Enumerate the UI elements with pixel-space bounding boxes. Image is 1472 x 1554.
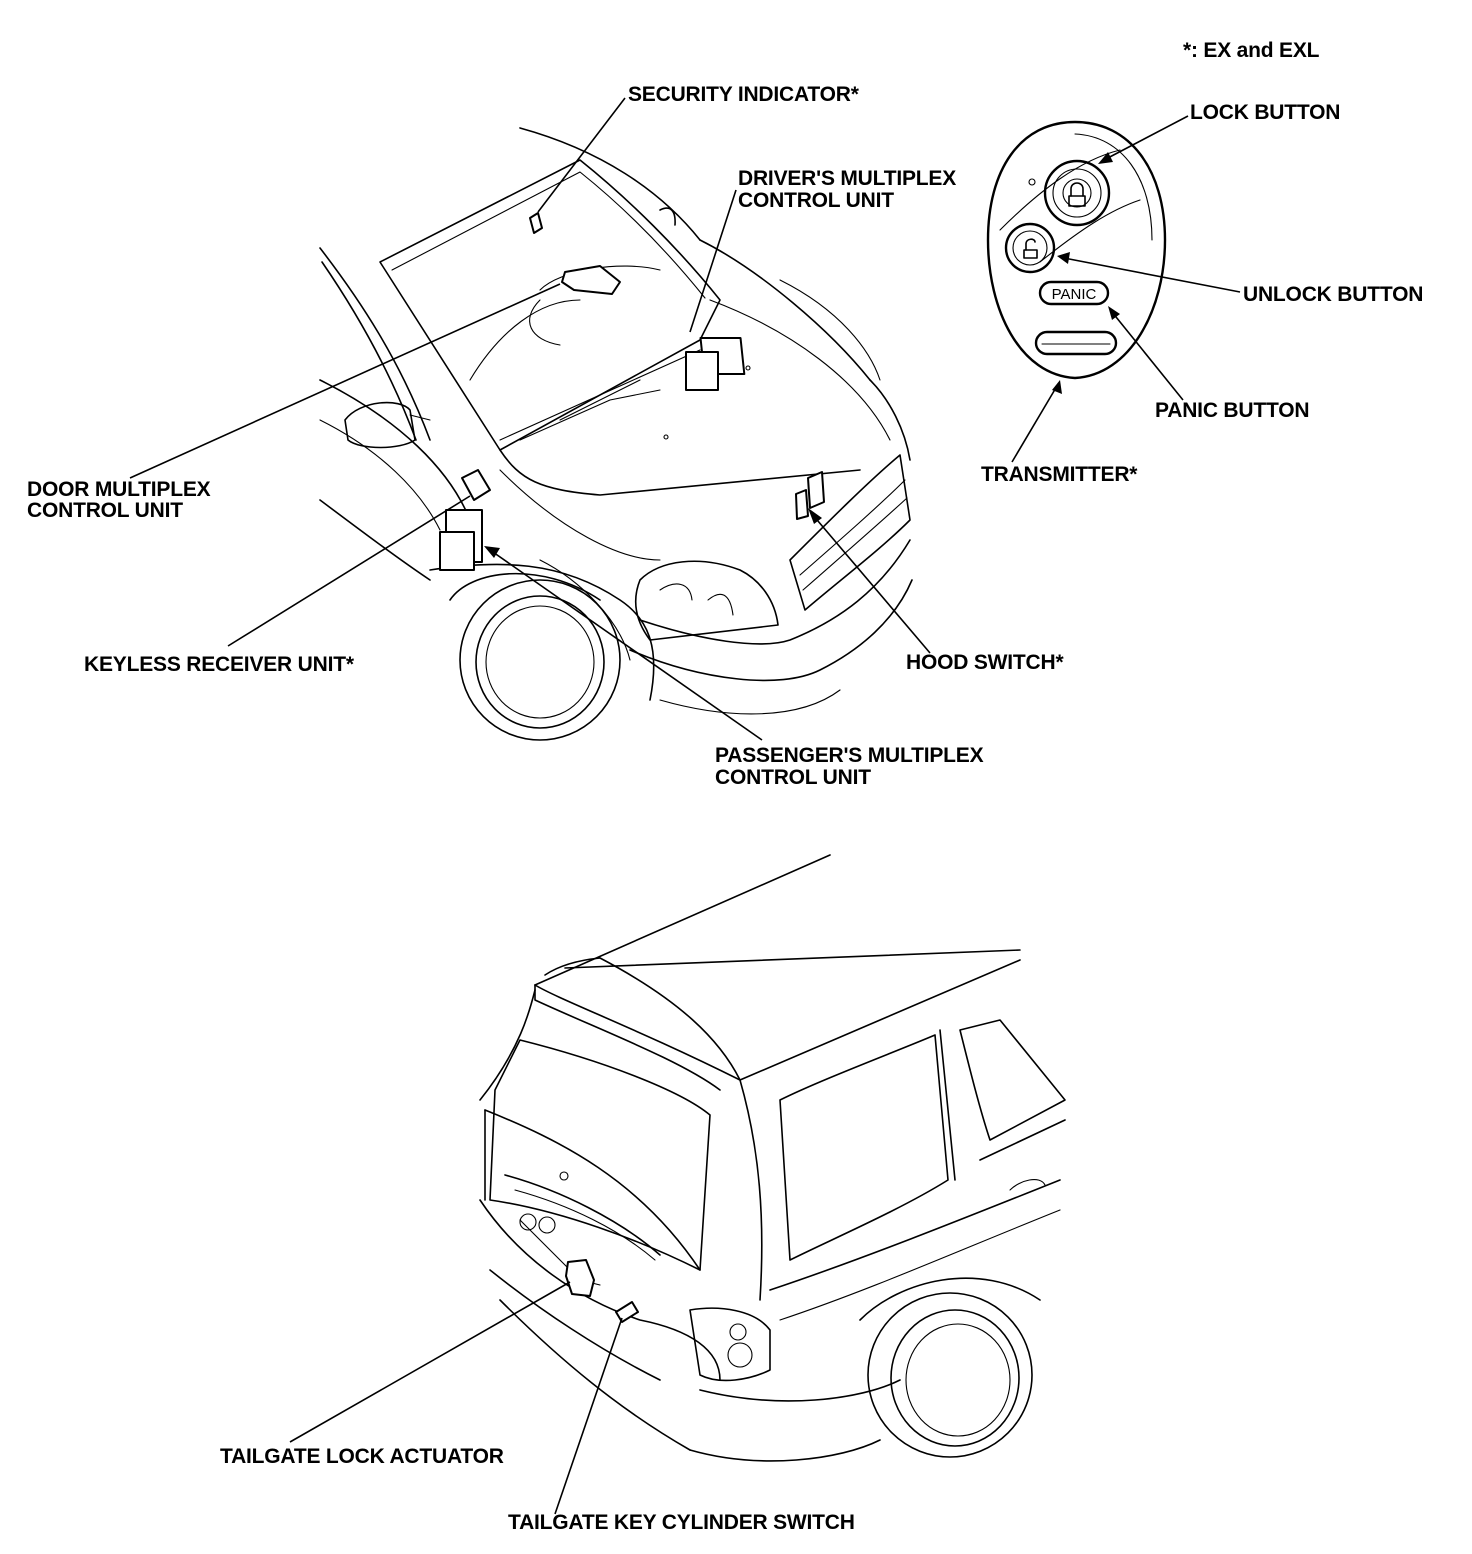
transmitter-illustration — [986, 120, 1167, 380]
footnote: *: EX and EXL — [1183, 39, 1320, 62]
door-multiplex-label-line2: CONTROL UNIT — [27, 499, 183, 522]
panic-button-label: PANIC BUTTON — [1155, 399, 1310, 422]
security-indicator-label: SECURITY INDICATOR* — [628, 83, 859, 106]
door-multiplex-part — [561, 265, 621, 295]
drivers-multiplex-label-line1: DRIVER'S MULTIPLEX — [738, 167, 957, 190]
tailgate-key-cylinder-part — [615, 1301, 639, 1323]
door-multiplex-label-line1: DOOR MULTIPLEX — [27, 478, 211, 501]
panic-button-text: PANIC — [1052, 286, 1097, 303]
hood-switch-part — [807, 471, 825, 509]
tailgate-lock-actuator-label: TAILGATE LOCK ACTUATOR — [220, 1445, 504, 1468]
component-parts-front — [439, 212, 825, 571]
front-vehicle-illustration — [319, 127, 913, 741]
tailgate-key-cylinder-label: TAILGATE KEY CYLINDER SWITCH — [508, 1511, 855, 1534]
keyless-receiver-part — [461, 469, 491, 501]
keyless-receiver-label: KEYLESS RECEIVER UNIT* — [84, 653, 354, 676]
component-parts-rear — [565, 1259, 639, 1323]
drivers-multiplex-label-line2: CONTROL UNIT — [738, 189, 894, 212]
hood-switch-label: HOOD SWITCH* — [906, 651, 1064, 674]
lock-button-label: LOCK BUTTON — [1190, 101, 1341, 124]
unlock-button-label: UNLOCK BUTTON — [1243, 283, 1424, 306]
transmitter-label: TRANSMITTER* — [981, 463, 1138, 486]
passengers-multiplex-label-line1: PASSENGER'S MULTIPLEX — [715, 744, 984, 767]
rear-vehicle-illustration — [479, 854, 1066, 1462]
security-indicator-part — [529, 212, 543, 234]
leader-lines — [129, 97, 1241, 1515]
tailgate-lock-actuator-part — [565, 1259, 595, 1297]
passengers-multiplex-label-line2: CONTROL UNIT — [715, 766, 871, 789]
